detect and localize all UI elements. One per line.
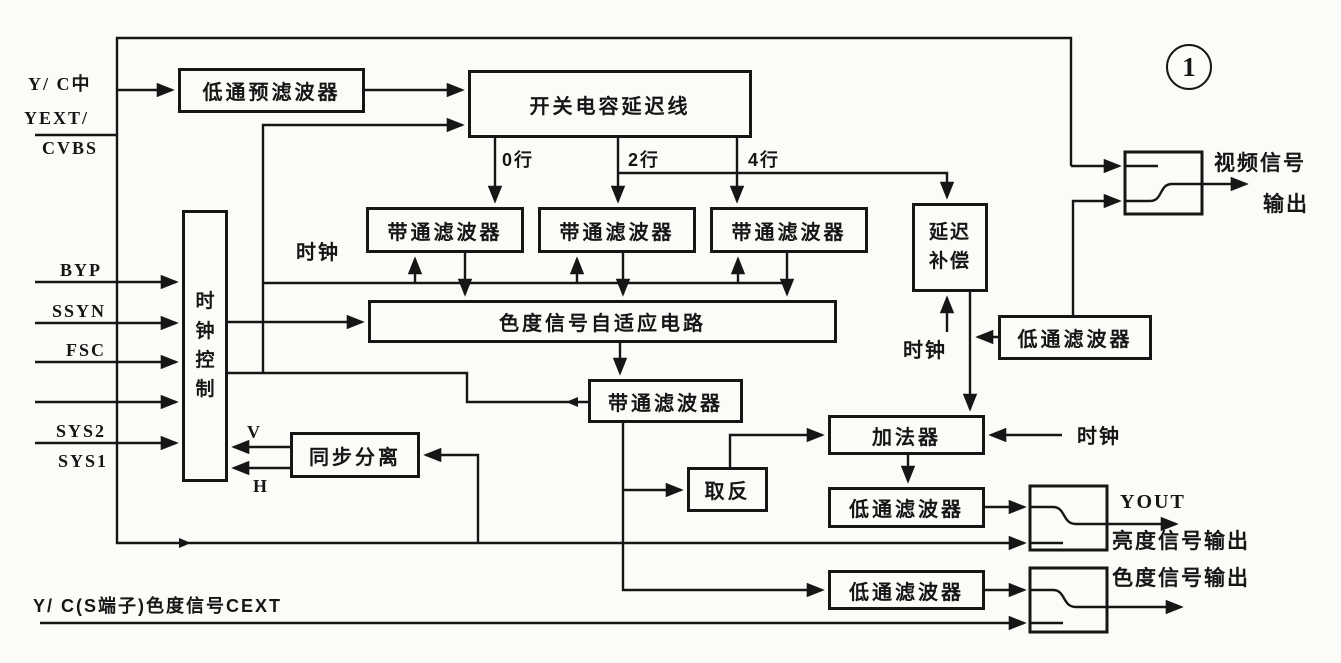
wire-label-tap4: 4行: [748, 150, 781, 170]
block-lowpass-filter-right: 低通滤波器: [998, 315, 1152, 360]
block-bandpass-filter-3: 带通滤波器: [710, 207, 868, 253]
block-delay-compensation: 延迟补偿: [912, 203, 988, 292]
block-chroma-adaptive-circuit: 色度信号自适应电路: [368, 300, 837, 343]
block-bandpass-filter-4: 带通滤波器: [588, 379, 743, 423]
block-sync-separator: 同步分离: [290, 432, 420, 478]
wire-label-tap2: 2行: [628, 150, 661, 170]
input-label-fsc: FSC: [66, 340, 107, 360]
input-label-byp: BYP: [60, 260, 102, 280]
block-bandpass-filter-2: 带通滤波器: [538, 207, 696, 253]
figure-number-badge: 1: [1166, 44, 1212, 90]
output-label-luma: 亮度信号输出: [1112, 530, 1250, 553]
block-invert: 取反: [687, 467, 768, 512]
input-label-sys1: SYS1: [58, 451, 109, 471]
block-lowpass-filter-luma: 低通滤波器: [828, 487, 985, 528]
output-label-video-line1: 视频信号: [1214, 152, 1306, 175]
wire-label-h: H: [253, 476, 270, 496]
block-lowpass-filter-chroma: 低通滤波器: [828, 570, 985, 610]
input-label-sys2: SYS2: [56, 421, 107, 441]
input-label-yext: YEXT/: [24, 108, 90, 128]
block-clock-control: 时钟控制: [182, 210, 228, 482]
delay-compensation-label: 延迟补偿: [928, 222, 971, 272]
input-label-ssyn: SSYN: [52, 301, 107, 321]
input-label-yc: Y/ C中: [28, 74, 92, 94]
output-label-yout: YOUT: [1120, 491, 1186, 513]
block-switched-capacitor-delay-line: 开关电容延迟线: [468, 70, 752, 138]
wire-label-clock-delaycomp: 时钟: [903, 340, 947, 362]
wire-label-clock-left: 时钟: [296, 242, 340, 264]
block-bandpass-filter-1: 带通滤波器: [366, 207, 524, 253]
output-label-video-line2: 输出: [1263, 193, 1309, 216]
input-label-cext: Y/ C(S端子)色度信号CEXT: [33, 596, 283, 616]
block-adder: 加法器: [828, 415, 985, 455]
wire-label-clock-adder: 时钟: [1077, 426, 1121, 448]
block-pre-lowpass-filter: 低通预滤波器: [178, 68, 365, 113]
input-label-cvbs: CVBS: [42, 138, 99, 158]
clock-control-label: 时钟控制: [195, 291, 215, 401]
wire-label-v: V: [247, 422, 262, 442]
output-label-chroma: 色度信号输出: [1112, 567, 1250, 590]
wire-label-tap0: 0行: [502, 150, 535, 170]
